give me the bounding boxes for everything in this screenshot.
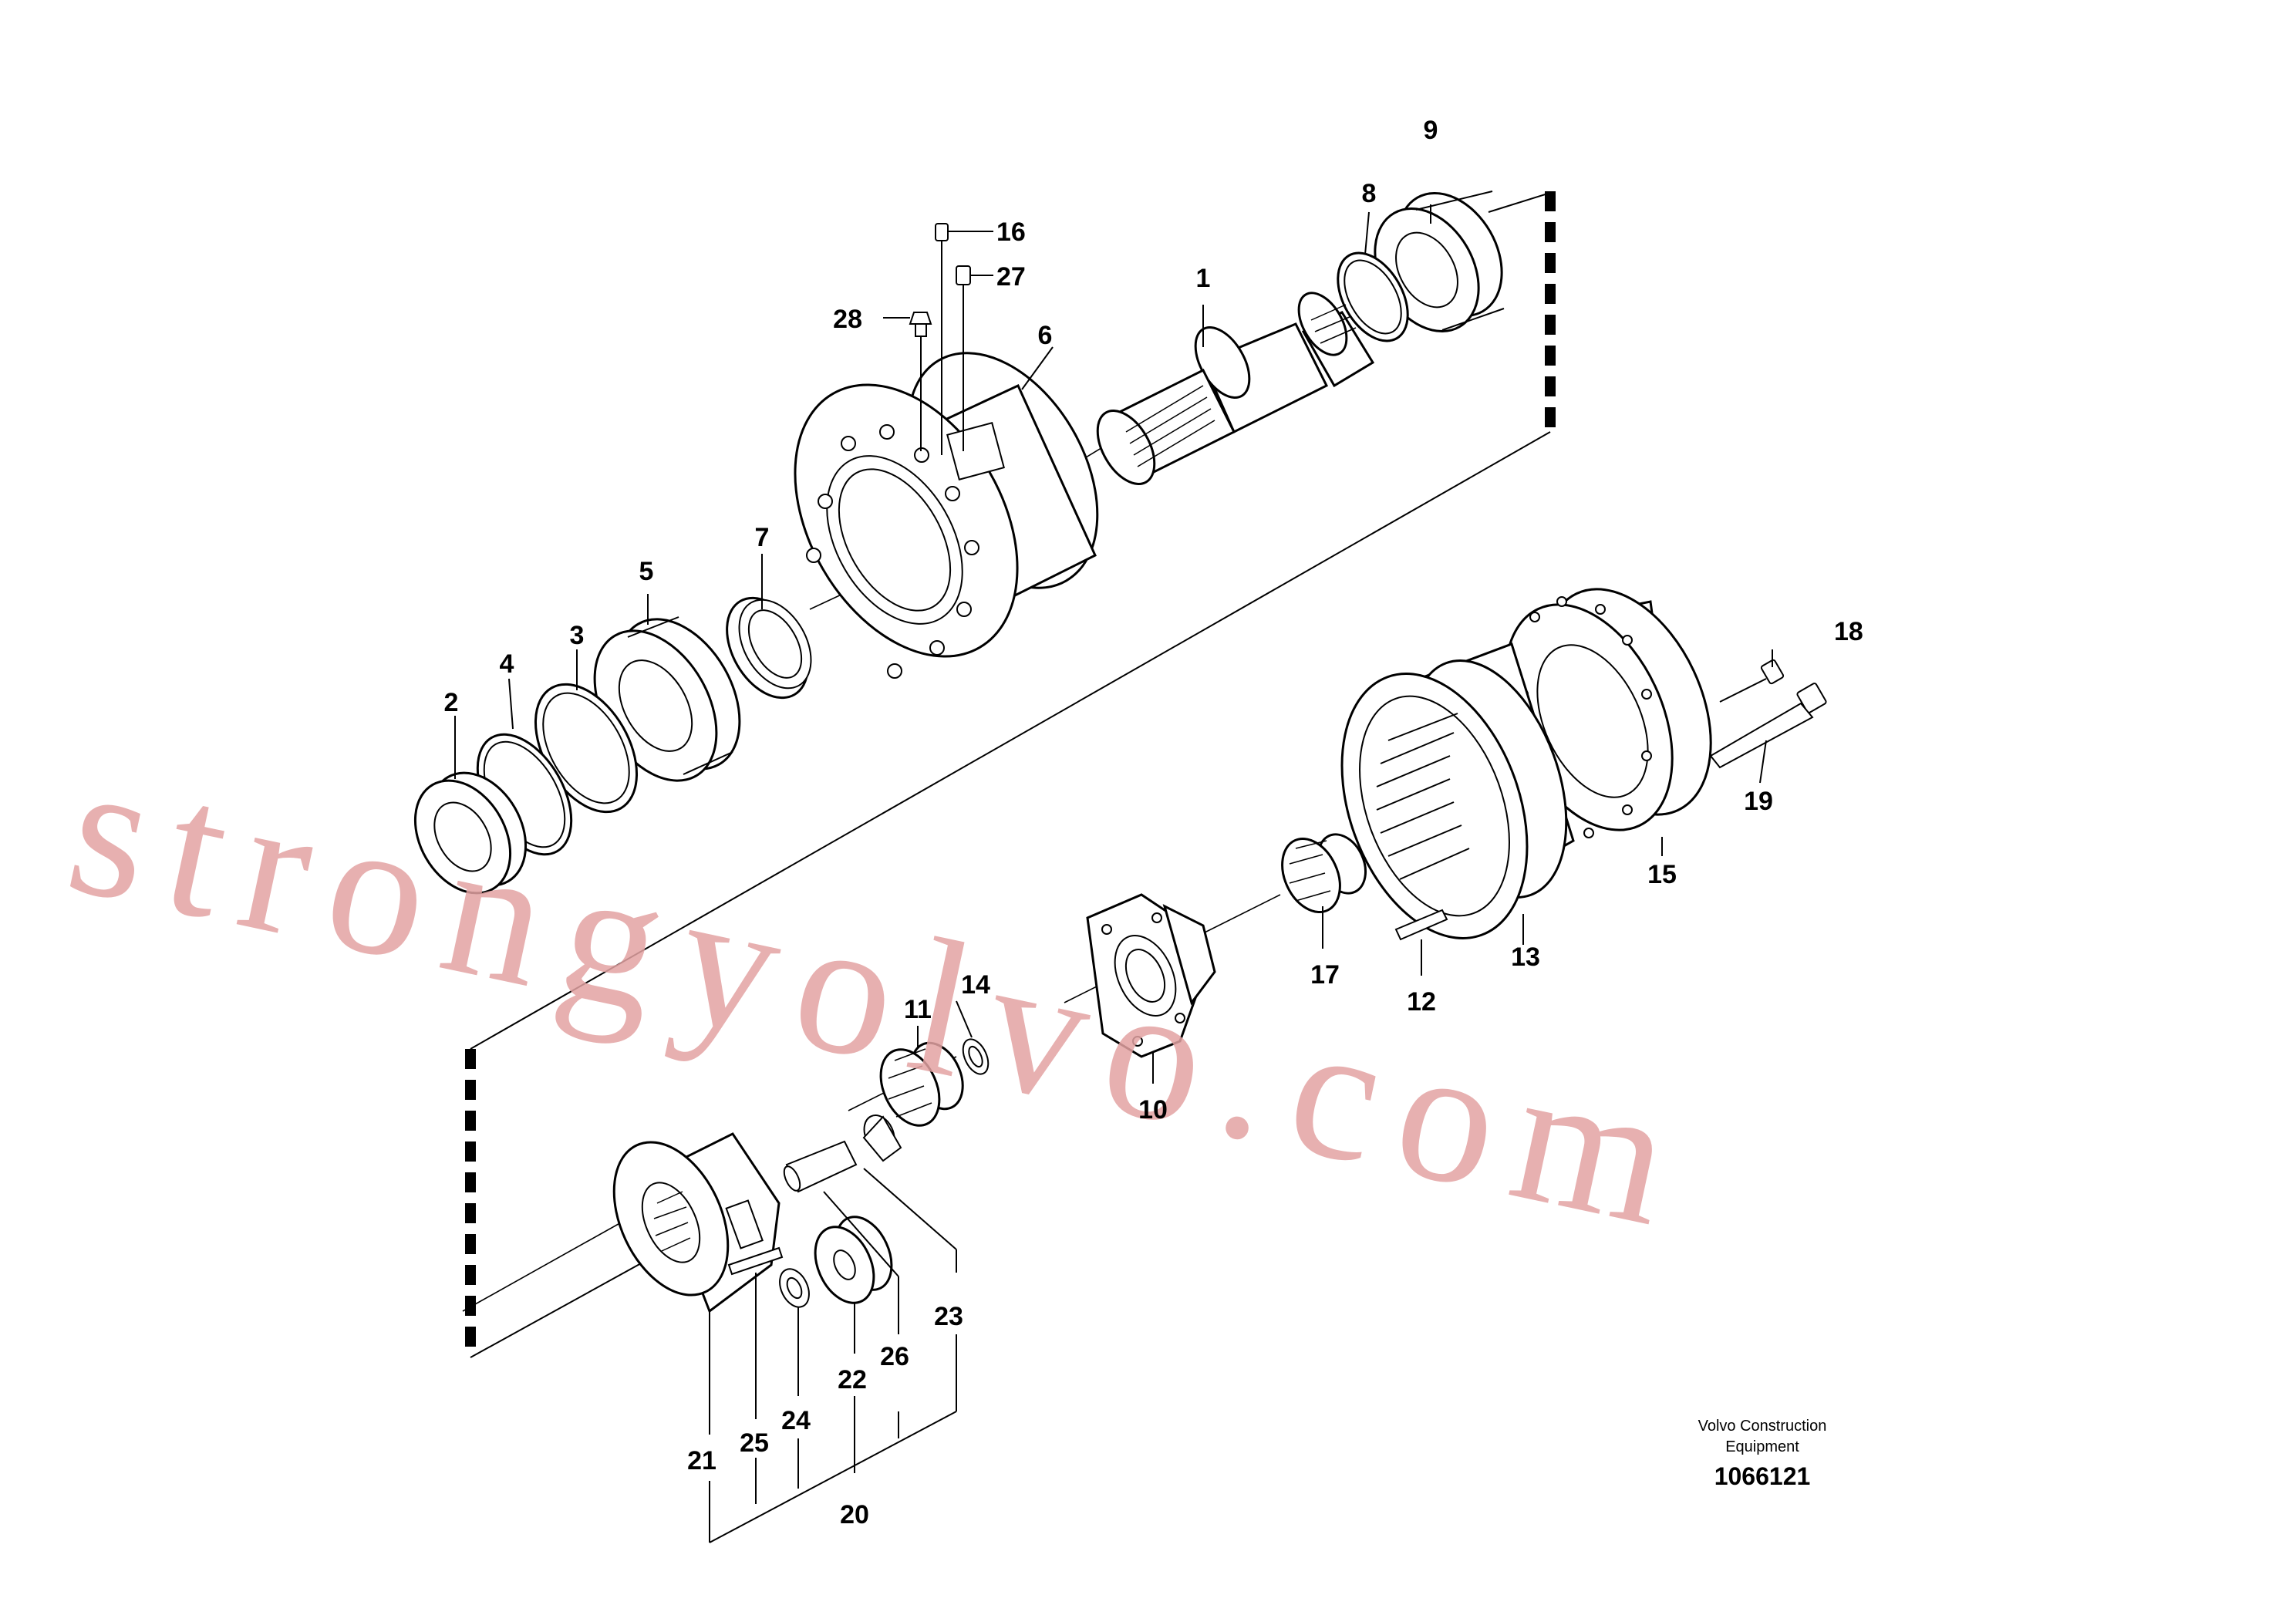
callout-24: 24	[781, 1406, 811, 1435]
callout-22: 22	[838, 1365, 867, 1394]
gear-17	[1281, 833, 1367, 914]
callout-15: 15	[1647, 860, 1677, 889]
seal-2	[413, 771, 528, 895]
callout-4: 4	[500, 649, 514, 679]
washer-14	[962, 1038, 990, 1075]
grease-nipple-28	[909, 312, 932, 451]
callout-8: 8	[1362, 179, 1377, 208]
caption-line-1: Volvo Construction	[1698, 1418, 1827, 1435]
figure-number: 1066121	[1714, 1462, 1811, 1490]
callout-17: 17	[1310, 960, 1340, 990]
gear-11	[879, 1041, 964, 1127]
callout-9: 9	[1424, 116, 1438, 145]
cover-15	[1504, 588, 1712, 838]
washer-24	[779, 1268, 810, 1308]
callout-labels: 1 2 3 4 5 6 7 8 9 10 11 12 13 14 15 16 1…	[444, 116, 1863, 1529]
carrier-21	[612, 1132, 781, 1313]
callout-12: 12	[1407, 987, 1436, 1017]
callout-13: 13	[1511, 943, 1540, 972]
callout-25: 25	[740, 1428, 769, 1458]
callout-3: 3	[570, 621, 585, 650]
bushing-23	[862, 1114, 902, 1162]
leader-lines	[454, 204, 1773, 1543]
shaft-1	[1096, 292, 1375, 485]
housing-6	[794, 352, 1099, 679]
bolt-19	[1709, 683, 1827, 769]
callout-5: 5	[639, 557, 654, 586]
callout-28: 28	[833, 305, 862, 334]
callout-27: 27	[996, 262, 1026, 292]
snap-ring-8	[1337, 251, 1409, 342]
bearing-9	[1374, 191, 1505, 332]
gear-22	[814, 1216, 893, 1304]
callout-10: 10	[1138, 1095, 1168, 1125]
pin-26	[783, 1140, 858, 1193]
callout-16: 16	[996, 218, 1026, 247]
ring-gear-13	[1340, 642, 1575, 939]
callout-2: 2	[444, 688, 459, 717]
callout-7: 7	[755, 523, 770, 552]
callout-14: 14	[961, 970, 990, 1000]
carrier-10	[1086, 893, 1216, 1058]
bolt-18	[1719, 659, 1785, 703]
callout-6: 6	[1038, 321, 1053, 350]
callout-20: 20	[840, 1500, 869, 1529]
callout-19: 19	[1744, 787, 1773, 816]
fitting-27	[956, 265, 971, 451]
callout-26: 26	[880, 1342, 909, 1371]
callout-11: 11	[904, 995, 932, 1024]
callout-23: 23	[934, 1302, 963, 1331]
diagram-caption: Volvo Construction Equipment 1066121	[1698, 1418, 1827, 1490]
callout-1: 1	[1196, 264, 1211, 293]
callout-21: 21	[687, 1446, 716, 1475]
seal-ring-7	[726, 596, 812, 700]
pin-12	[1394, 909, 1448, 941]
caption-line-2: Equipment	[1725, 1438, 1799, 1455]
callout-18: 18	[1834, 617, 1863, 646]
spring-pin-25	[727, 1246, 784, 1276]
bearing-5	[593, 616, 741, 782]
